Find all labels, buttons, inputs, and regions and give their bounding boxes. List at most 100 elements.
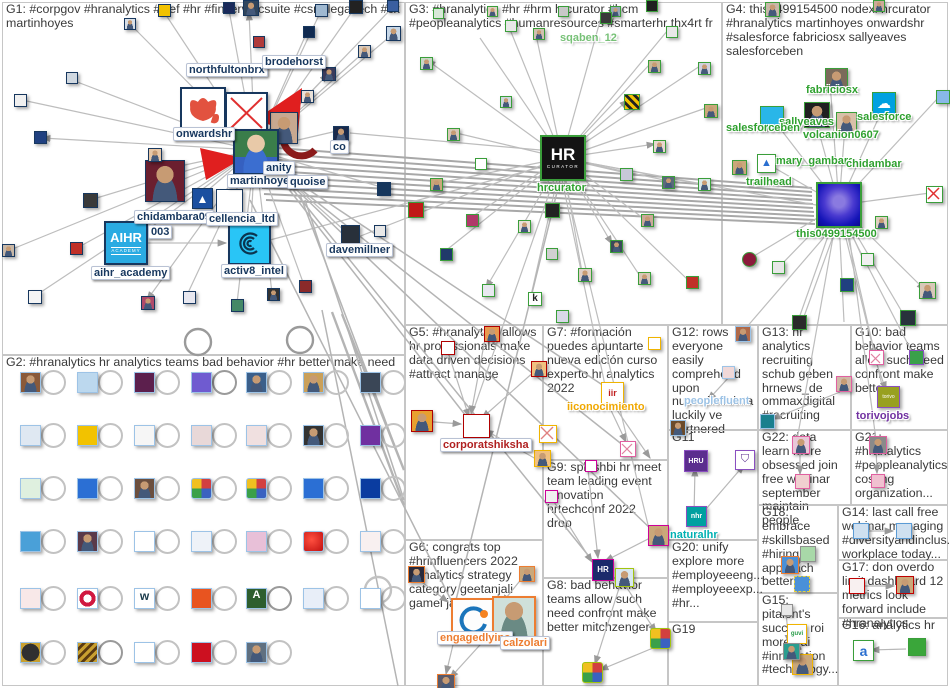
node-avatar[interactable] (698, 178, 711, 191)
node-avatar[interactable]: A (246, 588, 267, 609)
label-naturalhr[interactable]: naturalhr (670, 529, 718, 541)
node-avatar[interactable] (518, 220, 531, 233)
node-avatar[interactable] (246, 478, 267, 499)
node-avatar[interactable] (686, 276, 699, 289)
node-avatar[interactable] (610, 240, 623, 253)
node-this0499154500-avatar[interactable] (816, 182, 862, 228)
node-avatar[interactable] (795, 474, 810, 489)
node-trailhead-logo[interactable]: ▲ (757, 154, 776, 173)
node-avatar[interactable] (20, 531, 41, 552)
label-aihr-academy[interactable]: aihr_academy (91, 266, 171, 280)
label-salesforce[interactable]: salesforce (857, 111, 912, 123)
node-avatar[interactable] (191, 588, 212, 609)
node-avatar[interactable] (34, 131, 47, 144)
label-excellencia-ltd[interactable]: cellencia_ltd (206, 212, 279, 226)
node-avatar[interactable] (760, 414, 775, 429)
label-iiconocimiento[interactable]: iiconocimiento (567, 401, 645, 413)
node-avatar[interactable] (14, 94, 27, 107)
node-salesforce-logo[interactable]: ☁ (872, 92, 896, 116)
node-avatar[interactable] (77, 425, 98, 446)
node-avatar[interactable] (853, 523, 869, 539)
label-davemillner[interactable]: davemillner (326, 243, 394, 257)
label-peoplefluent[interactable]: peoplefluent (684, 395, 750, 407)
node-avatar[interactable] (333, 126, 349, 142)
node-avatar[interactable] (447, 128, 460, 141)
node-avatar[interactable] (792, 436, 810, 454)
node-avatar[interactable] (505, 20, 517, 32)
node-job-badge[interactable] (545, 203, 560, 218)
node-azure-logo[interactable]: ▲ (192, 188, 213, 209)
node-avatar[interactable] (653, 140, 666, 153)
node-avatar[interactable] (500, 96, 512, 108)
node-avatar[interactable] (704, 104, 718, 118)
node-avatar[interactable] (794, 576, 810, 592)
node-avatar[interactable] (800, 546, 816, 562)
label-chidambara09[interactable]: chidambara09 (134, 210, 214, 224)
node-avatar[interactable] (430, 178, 443, 191)
node-avatar[interactable] (134, 531, 155, 552)
node-activ8-logo[interactable] (228, 222, 271, 265)
node-avatar[interactable] (900, 310, 916, 326)
node-avatar[interactable] (836, 376, 852, 392)
label-anity[interactable]: anity (263, 161, 295, 175)
node-volcanion0607-avatar[interactable] (836, 112, 857, 133)
node-avatar[interactable] (871, 474, 885, 488)
node-avatar[interactable] (638, 272, 651, 285)
node-avatar[interactable] (134, 642, 155, 663)
label-torivojobs[interactable]: torivojobs (856, 410, 910, 422)
node-avatar[interactable] (440, 248, 453, 261)
node-avatar[interactable] (2, 244, 15, 257)
node-hru-logo[interactable]: HRU (684, 450, 708, 472)
node-avatar[interactable] (360, 588, 381, 609)
node-avatar[interactable] (698, 62, 711, 75)
node-avatar[interactable] (620, 168, 633, 181)
node-avatar[interactable] (909, 350, 924, 365)
node-avatar[interactable] (732, 160, 747, 175)
node-avatar[interactable] (77, 372, 98, 393)
node-onwardshr-logo[interactable] (180, 87, 226, 132)
node-avatar[interactable] (772, 261, 785, 274)
node-avatar[interactable] (246, 531, 267, 552)
node-chidambara09-avatar[interactable] (145, 160, 185, 202)
node-avatar[interactable] (600, 12, 612, 24)
label-mary-gambara[interactable]: mary_gambara (776, 155, 855, 167)
node-avatar[interactable]: w (134, 588, 155, 609)
node-avatar[interactable] (441, 341, 455, 355)
node-avatar[interactable] (303, 372, 324, 393)
node-avatar[interactable] (783, 643, 800, 660)
node-avatar[interactable] (77, 531, 98, 552)
node-avatar[interactable] (20, 425, 41, 446)
node-avatar[interactable] (322, 67, 336, 81)
node-avatar[interactable] (558, 6, 569, 17)
node-avatar[interactable] (433, 8, 444, 19)
node-avatar[interactable] (148, 148, 162, 162)
label-brodehorst[interactable]: brodehorst (262, 55, 327, 69)
node-avatar[interactable] (223, 2, 235, 14)
node-avatar[interactable] (267, 288, 280, 301)
node-avatar[interactable] (666, 26, 678, 38)
label-chidambar[interactable]: chidambar (846, 158, 902, 170)
node-avatar[interactable] (411, 410, 433, 432)
node-avatar[interactable] (360, 478, 381, 499)
node-avatar[interactable] (519, 566, 535, 582)
label-martinhoyes[interactable]: martinhoyes (227, 174, 299, 188)
node-avatar[interactable] (531, 361, 547, 377)
node-avatar[interactable] (349, 0, 363, 14)
node-avatar[interactable] (386, 26, 401, 41)
label-corporatshiksha[interactable]: corporatshiksha (440, 438, 532, 452)
node-avatar[interactable] (615, 568, 634, 587)
node-avatar[interactable] (141, 296, 155, 310)
node-avatar[interactable] (191, 642, 212, 663)
node-avatar[interactable] (487, 6, 498, 17)
node-corporatshiksha-logo[interactable] (463, 414, 490, 438)
node-avatar[interactable] (936, 90, 950, 104)
node-avatar[interactable] (482, 284, 495, 297)
node-naturalhr-logo[interactable]: nhr (686, 506, 707, 527)
node-shield-logo[interactable]: ⛉ (735, 450, 755, 470)
node-avatar[interactable] (792, 315, 807, 330)
node-avatar[interactable] (408, 202, 424, 218)
node-avatar[interactable] (216, 189, 243, 216)
label-salesforceben[interactable]: salesforceben (726, 122, 800, 134)
node-avatar[interactable] (420, 57, 433, 70)
